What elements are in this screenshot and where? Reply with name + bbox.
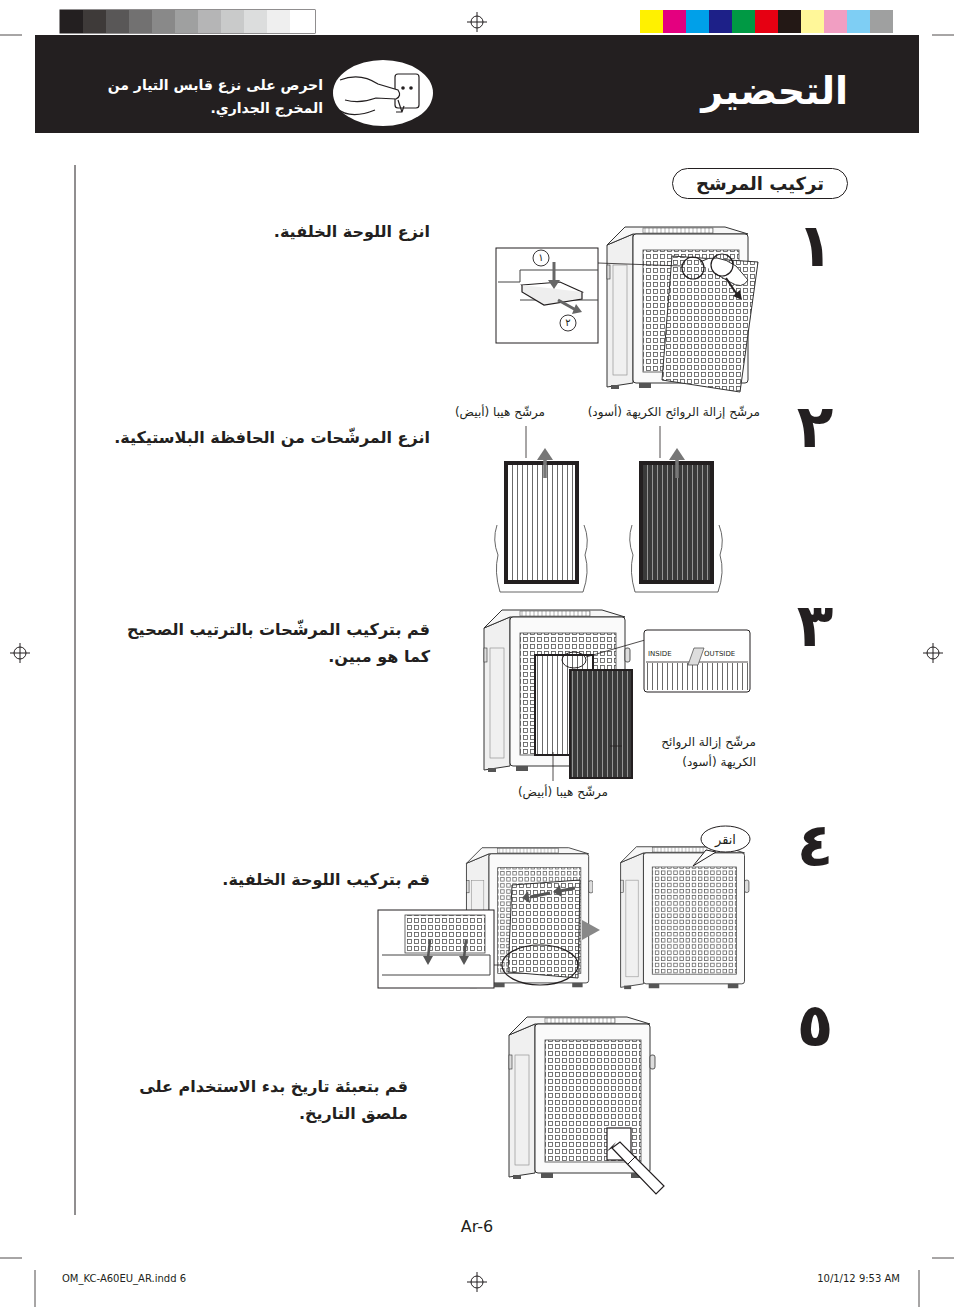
step2-figure xyxy=(495,426,723,592)
part-label: مرشّح هيبا (أبيض) xyxy=(405,404,545,420)
step-number: ٥ xyxy=(785,992,845,1058)
step5-figure xyxy=(509,1017,664,1194)
warning-note: احرص على نزع قابس التيار من المخرج الجدا… xyxy=(88,74,323,120)
step-text: قم بتركيب المرشّحات بالترتيب الصحيح كما … xyxy=(110,616,430,670)
section-band: تركيب المرشح xyxy=(672,168,848,199)
file-slug: 10/1/12 9:53 AM xyxy=(720,1272,900,1286)
header-band xyxy=(35,35,919,133)
step-number: ١ xyxy=(785,212,845,278)
page-number: Ar-6 xyxy=(437,1216,517,1238)
grey-bar xyxy=(60,10,315,33)
speech-bubble: انقر xyxy=(700,825,751,853)
callout-number: ٢ xyxy=(561,315,575,331)
step-text: قم بتعبئة تاريخ بدء الاستخدام على ملصق ا… xyxy=(90,1073,408,1127)
step-number: ٢ xyxy=(785,393,845,459)
file-slug: OM_KC-A60EU_AR.indd 6 xyxy=(62,1272,282,1286)
filter-print: OUTSIDE xyxy=(704,650,748,659)
colour-bar xyxy=(640,10,893,33)
margin-rule xyxy=(75,165,76,1215)
page-title: التحضير xyxy=(600,66,848,116)
step-text: انزع اللوحة الخلفية. xyxy=(200,221,430,243)
unplug-icon xyxy=(333,60,433,126)
section-heading: تركيب المرشح xyxy=(696,173,824,194)
step4-figure xyxy=(378,847,749,989)
callout-number: ١ xyxy=(534,250,548,266)
bubble-text: انقر xyxy=(715,832,736,847)
step-number: ٤ xyxy=(785,812,845,878)
crop-marks xyxy=(0,35,954,1307)
step-text: انزع المرشّحات من الحافظة البلاستيكية. xyxy=(90,427,430,449)
filter-print: INSIDE xyxy=(648,650,688,659)
step-number: ٣ xyxy=(785,592,845,658)
part-label: مرشّح هيبا (أبيض) xyxy=(468,784,608,800)
step1-figure xyxy=(496,227,758,392)
registration-mark xyxy=(10,12,943,1292)
part-label: مرشّح إزالة الروائح الكريهة (أسود) xyxy=(550,404,760,420)
step-text: قم بتركيب اللوحة الخلفية. xyxy=(200,869,430,891)
part-label: مرشّح إزالة الروائح الكريهة (أسود) xyxy=(624,732,756,772)
